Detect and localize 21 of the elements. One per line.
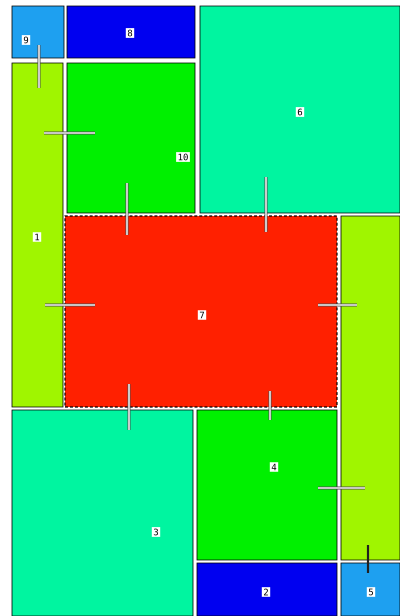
room-box: 9: [12, 6, 64, 58]
connector-line: [264, 177, 268, 232]
room-box: 2: [196, 562, 338, 616]
connector-line: [126, 183, 128, 235]
room-box: 8: [66, 6, 196, 58]
connector-line: [128, 384, 130, 430]
connector-line: [45, 304, 95, 306]
room-box: 7: [64, 215, 338, 408]
connector-line: [366, 545, 370, 573]
connector-line: [318, 304, 357, 306]
room-box: 1: [12, 62, 64, 408]
connector-line: [38, 45, 40, 88]
connector-line: [268, 391, 272, 420]
room-box: 5: [340, 562, 400, 616]
room-box: 6: [200, 6, 400, 214]
room-box: 4: [196, 410, 338, 560]
connector-line: [318, 486, 365, 490]
connector-line: [44, 132, 95, 134]
room-box: 3: [12, 410, 194, 616]
room-box: [340, 216, 400, 560]
room-box: 10: [66, 62, 196, 214]
